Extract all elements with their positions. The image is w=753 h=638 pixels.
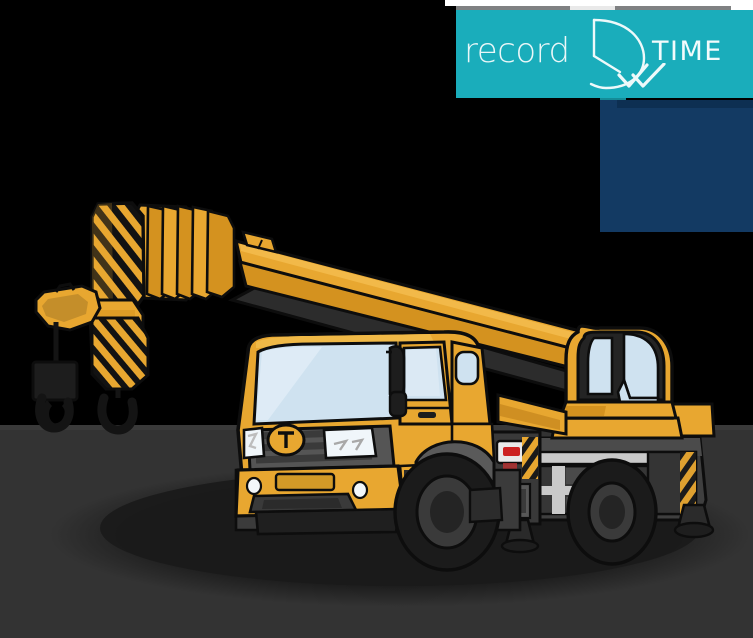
hook-block — [90, 201, 146, 312]
crane-hook-arm — [34, 282, 102, 332]
navy-panel-shade — [617, 100, 753, 108]
navy-accent-panel — [600, 100, 753, 232]
logo-inner: record TIME — [456, 10, 753, 98]
front-wheel — [393, 452, 501, 572]
double-check-icon — [617, 63, 666, 88]
auxiliary-hook — [88, 298, 150, 391]
operator-cabin — [550, 324, 684, 440]
top-white-nub — [731, 6, 753, 11]
navy-panel-notch — [600, 100, 617, 108]
side-mirror — [386, 345, 408, 418]
boom-foot-mount — [496, 393, 568, 436]
headlights — [242, 426, 378, 460]
top-white-strip — [445, 0, 753, 6]
warning-light — [503, 447, 520, 456]
rear-wheel — [566, 458, 658, 566]
logo-wordmark-time: TIME — [652, 36, 723, 67]
outrigger-pad-right — [673, 503, 715, 539]
boom-head-pulley — [131, 203, 236, 302]
top-gray-highlight — [570, 6, 615, 10]
logo-wordmark-record: record — [464, 31, 570, 71]
record-time-logo-panel[interactable]: record TIME — [456, 10, 753, 98]
hook-ropes — [31, 322, 138, 435]
